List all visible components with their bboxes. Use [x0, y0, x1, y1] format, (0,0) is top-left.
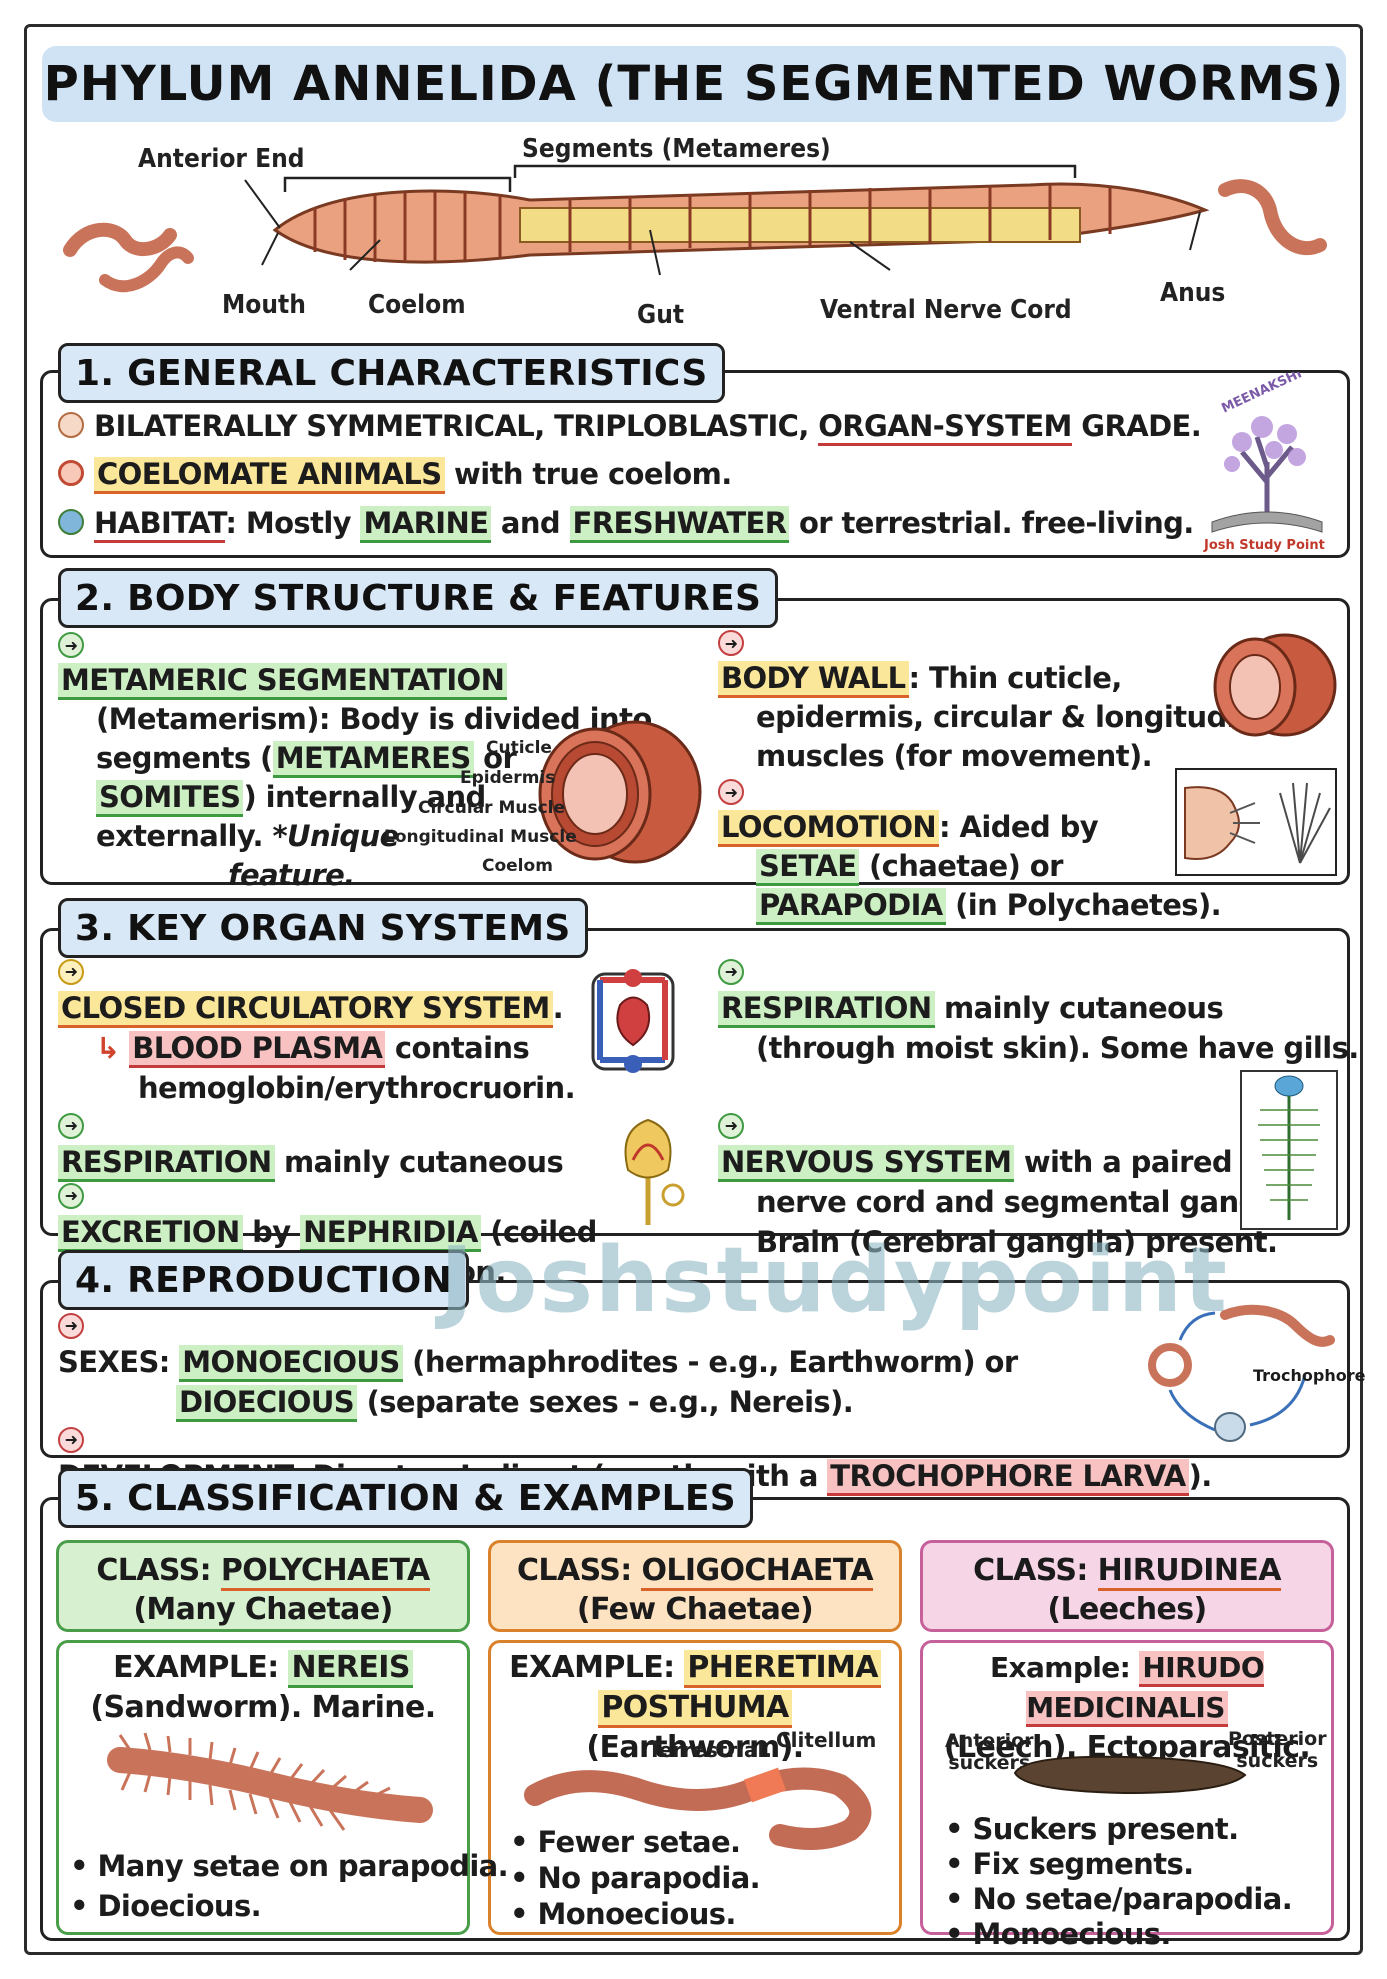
- circular-muscle-label: Circular Muscle: [418, 798, 566, 818]
- nephridia-icon: [624, 1118, 685, 1225]
- anterior-end-label: Anterior End: [138, 144, 305, 174]
- arrow-bullet-icon: ➜: [58, 959, 84, 985]
- s2-right-block: ➜BODY WALL: Thin cuticle, epidermis, cir…: [718, 630, 1285, 925]
- s1-line-1: BILATERALLY SYMMETRICAL, TRIPLOBLASTIC, …: [58, 407, 1202, 446]
- arrow-bullet-icon: ➜: [58, 1183, 84, 1209]
- earthworm-diagram: [63, 164, 1327, 293]
- epidermis-label: Epidermis: [460, 768, 556, 788]
- s2-left-block: ➜METAMERIC SEGMENTATION (Metamerism): Bo…: [58, 632, 652, 895]
- anus-label: Anus: [1160, 278, 1226, 308]
- nervous-system-image: [1240, 1070, 1338, 1230]
- life-cycle-diagram: [1148, 1304, 1335, 1442]
- terrestrial-label: Terrestrial.: [648, 1738, 772, 1762]
- watermark: Joshstudypoint: [440, 1228, 1229, 1333]
- globe-icon: [58, 509, 84, 535]
- nereis-image: [107, 1732, 433, 1831]
- arrow-bullet-icon: ➜: [718, 630, 744, 656]
- section-1-heading: 1. GENERAL CHARACTERISTICS: [58, 343, 725, 403]
- page-frame: [24, 24, 1363, 1955]
- page-title: PHYLUM ANNELIDA (THE SEGMENTED WORMS): [42, 46, 1346, 122]
- cuticle-label: Cuticle: [486, 738, 552, 758]
- body-wall-cross-section: [538, 720, 702, 864]
- hirudo-bullets: • Suckers present. • Fix segments. • No …: [945, 1812, 1293, 1951]
- josh-study-point-logo: MEENAKSHI Josh Study Point: [1203, 372, 1325, 552]
- arrow-bullet-icon: ➜: [718, 1113, 744, 1139]
- arrow-bullet-icon: ➜: [58, 632, 84, 658]
- section-5-heading: 5. CLASSIFICATION & EXAMPLES: [58, 1468, 754, 1528]
- mouth-label: Mouth: [222, 290, 306, 320]
- segments-label: Segments (Metameres): [522, 134, 831, 164]
- svg-text:MEENAKSHI: MEENAKSHI: [1219, 372, 1304, 416]
- nereis-bullets: • Many setae on parapodia. • Dioecious.: [70, 1849, 509, 1923]
- setae-parapodia-image: [1175, 768, 1337, 876]
- section-4-heading: 4. REPRODUCTION: [58, 1250, 469, 1310]
- coelom-cs-label: Coelom: [482, 856, 553, 876]
- nereis-text: EXAMPLE: NEREIS (Sandworm). Marine.: [90, 1650, 436, 1725]
- circulatory-system-icon: [591, 969, 675, 1073]
- trochophore-label: Trochophore: [1253, 1366, 1366, 1385]
- body-wall-segment-image: [1213, 633, 1337, 737]
- section-2-heading: 2. BODY STRUCTURE & FEATURES: [58, 568, 779, 628]
- leech-image: [1013, 1755, 1247, 1795]
- pheretima-image: [524, 1767, 872, 1850]
- pheretima-bullets: • Fewer setae. • No parapodia. • Monoeci…: [510, 1825, 761, 1931]
- section-key-organ-systems: [40, 928, 1350, 1236]
- section-3-heading: 3. KEY ORGAN SYSTEMS: [58, 898, 588, 958]
- gut-label: Gut: [637, 300, 685, 330]
- s1-line-2: COELOMATE ANIMALS with true coelom.: [58, 455, 732, 494]
- arrow-bullet-icon: ➜: [718, 779, 744, 805]
- s3-right-block: ➜RESPIRATION mainly cutaneous (through m…: [718, 959, 1359, 1262]
- arrow-bullet-icon: ➜: [58, 1427, 84, 1453]
- ventral-nerve-cord-label: Ventral Nerve Cord: [820, 295, 1072, 325]
- hirudo-text: Example: HIRUDO MEDICINALIS (Leech). Ect…: [943, 1651, 1311, 1765]
- svg-text:Josh Study Point: Josh Study Point: [1203, 538, 1325, 552]
- class-hirudinea: CLASS: HIRUDINEA(Leeches): [920, 1540, 1334, 1632]
- class-polychaeta: CLASS: POLYCHAETA(Many Chaetae): [56, 1540, 470, 1632]
- class-oligochaeta: CLASS: OLIGOCHAETA(Few Chaetae): [488, 1540, 902, 1632]
- arrow-bullet-icon: ➜: [718, 959, 744, 985]
- coelom-icon: [58, 460, 84, 486]
- arrow-bullet-icon: ➜: [58, 1313, 84, 1339]
- coelom-label: Coelom: [368, 290, 466, 320]
- clitellum-label: Clitellum: [776, 1728, 877, 1752]
- arrow-bullet-icon: ➜: [58, 1113, 84, 1139]
- symmetry-icon: [58, 412, 84, 438]
- longitudinal-muscle-label: Longitudinal Muscle: [384, 827, 577, 847]
- section-body-structure: [40, 598, 1350, 885]
- s1-line-3: HABITAT: Mostly MARINE and FRESHWATER or…: [58, 504, 1194, 543]
- pheretima-text: EXAMPLE: PHERETIMA POSTHUMA (Earthworm).: [488, 1648, 902, 1768]
